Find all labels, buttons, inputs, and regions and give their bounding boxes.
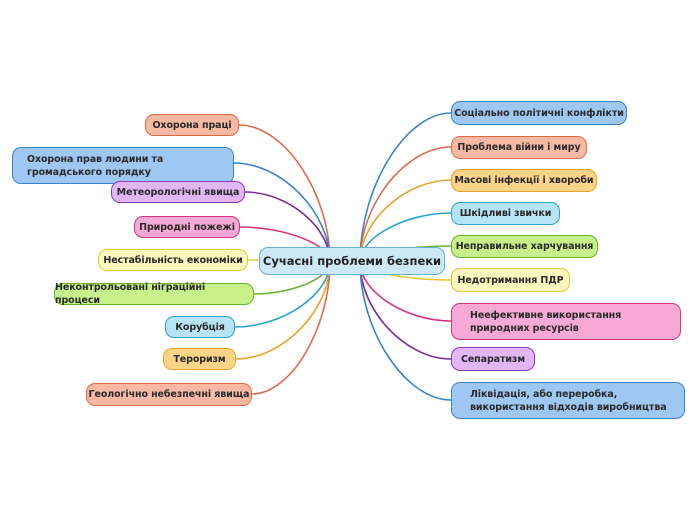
node-geological-hazards[interactable]: Геологічно небезпечні явища [86, 383, 252, 406]
node-poor-nutrition[interactable]: Неправильне харчування [451, 235, 598, 258]
node-separatism[interactable]: Сепаратизм [451, 347, 535, 371]
central-topic[interactable]: Сучасні проблеми безпеки [259, 247, 445, 275]
connector-left-7 [235, 261, 331, 360]
node-labor-protection[interactable]: Охорона праці [145, 114, 239, 136]
connector-right-7 [359, 261, 452, 360]
connector-left-8 [251, 261, 331, 395]
connector-right-1 [359, 146, 452, 263]
node-human-rights-public-order[interactable]: Охорона прав людини та громадського поря… [12, 147, 234, 184]
node-mass-infections[interactable]: Масові інфекції і хвороби [451, 169, 597, 192]
node-uncontrolled-migration[interactable]: Неконтрольовані ніграційні процеси [54, 282, 254, 306]
connector-left-0 [238, 124, 331, 263]
node-terrorism[interactable]: Тероризм [163, 348, 236, 370]
connector-right-8 [359, 261, 452, 401]
node-wildfires[interactable]: Природні пожежі [134, 216, 240, 238]
node-inefficient-resource-use[interactable]: Неефективне використання природних ресур… [451, 303, 681, 340]
node-meteorological-phenomena[interactable]: Метеорологічні явища [111, 181, 245, 203]
node-economic-instability[interactable]: Нестабільність економіки [98, 249, 248, 271]
node-traffic-violations[interactable]: Недотримання ПДР [451, 268, 570, 292]
connector-right-0 [359, 112, 452, 263]
node-sociopolitical-conflicts[interactable]: Соціально політичні конфлікти [451, 101, 627, 125]
node-industrial-waste[interactable]: Ліквідація, або переробка, використання … [451, 382, 685, 419]
connector-left-1 [233, 162, 331, 263]
node-bad-habits[interactable]: Шкідливі звички [451, 202, 560, 225]
node-corruption[interactable]: Корубція [165, 316, 235, 338]
node-war-and-peace[interactable]: Проблема війни і миру [451, 136, 587, 159]
